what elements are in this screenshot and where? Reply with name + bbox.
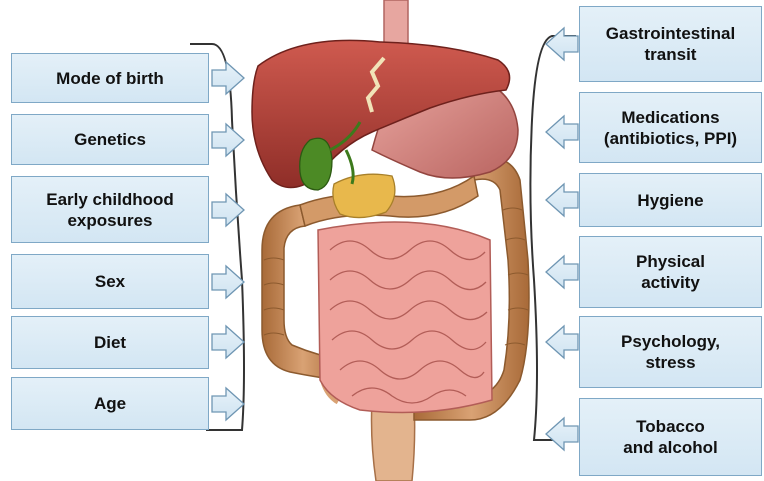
factor-early-childhood-exposures: Early childhood exposures [11, 176, 209, 243]
factor-age: Age [11, 377, 209, 430]
factor-diet: Diet [11, 316, 209, 369]
factor-medications: Medications (antibiotics, PPI) [579, 92, 762, 163]
factor-gastrointestinal-transit: Gastrointestinal transit [579, 6, 762, 82]
arrow-tobacco [546, 418, 578, 450]
right-bracket [530, 36, 576, 440]
factor-hygiene: Hygiene [579, 173, 762, 227]
arrow-diet [212, 326, 244, 358]
arrow-hygiene [546, 184, 578, 216]
pancreas [333, 174, 395, 217]
arrow-age [212, 388, 244, 420]
arrow-sex [212, 266, 244, 298]
gallbladder [300, 138, 332, 190]
arrow-gi-transit [546, 28, 578, 60]
right-arrows [546, 28, 578, 450]
factor-psychology-stress: Psychology, stress [579, 316, 762, 388]
arrow-medications [546, 116, 578, 148]
factor-tobacco-and-alcohol: Tobacco and alcohol [579, 398, 762, 476]
factor-genetics: Genetics [11, 114, 209, 165]
factor-physical-activity: Physical activity [579, 236, 762, 308]
arrow-mode-of-birth [212, 62, 244, 94]
arrow-psychology [546, 326, 578, 358]
arrow-genetics [212, 124, 244, 156]
small-intestine [318, 222, 492, 412]
factor-mode-of-birth: Mode of birth [11, 53, 209, 103]
arrow-early-childhood [212, 194, 244, 226]
factor-sex: Sex [11, 254, 209, 309]
arrow-physical-activity [546, 256, 578, 288]
